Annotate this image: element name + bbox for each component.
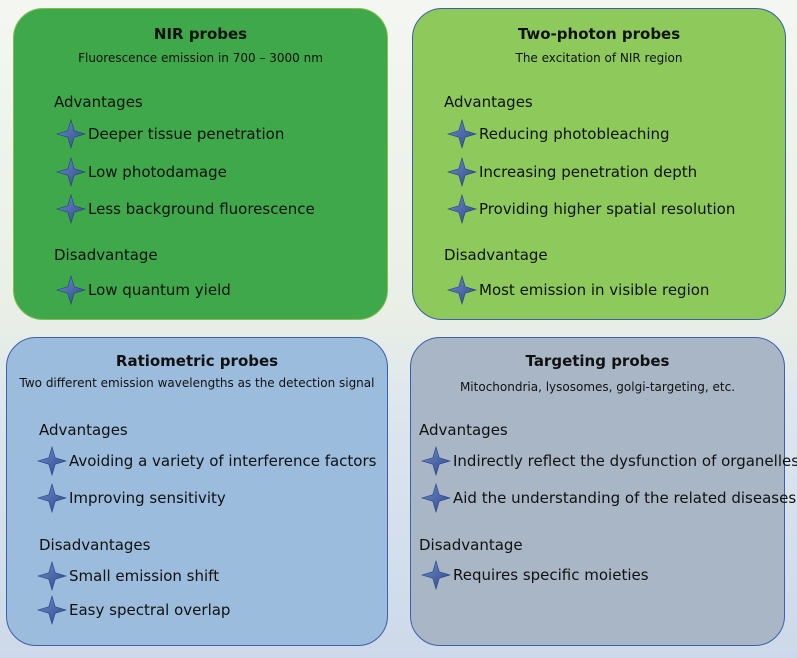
four-point-star-icon [421, 560, 451, 590]
disadvantages-label: Disadvantage [54, 246, 158, 264]
ratiometric-probes-panel: Ratiometric probes Two different emissio… [6, 337, 388, 646]
four-point-star-icon [56, 275, 86, 305]
four-point-star-icon [447, 157, 477, 187]
four-point-star-icon [56, 194, 86, 224]
four-point-star-icon [37, 595, 67, 625]
four-point-star-icon [421, 446, 451, 476]
disadvantages-label: Disadvantages [39, 536, 151, 554]
panel-subtitle: Fluorescence emission in 700 – 3000 nm [78, 51, 323, 65]
panel-title: Targeting probes [525, 352, 670, 370]
advantages-label: Advantages [419, 421, 508, 439]
panel-title: Ratiometric probes [115, 352, 279, 370]
panel-title: NIR probes [153, 25, 248, 43]
four-point-star-icon [37, 446, 67, 476]
panel-title: Two-photon probes [517, 25, 681, 43]
targeting-probes-panel: Targeting probes Mitochondria, lysosomes… [410, 337, 797, 646]
panel-subtitle: The excitation of NIR region [515, 51, 683, 65]
panel-subtitle: Two different emission wavelengths as th… [19, 376, 375, 390]
advantages-label: Advantages [444, 93, 533, 111]
panel-subtitle: Mitochondria, lysosomes, golgi-targeting… [459, 380, 736, 394]
disadvantages-label: Disadvantage [419, 536, 523, 554]
two-photon-probes-panel: Two-photon probes The excitation of NIR … [412, 8, 786, 320]
nir-probes-panel: NIR probes Fluorescence emission in 700 … [13, 8, 388, 320]
advantages-label: Advantages [54, 93, 143, 111]
four-point-star-icon [447, 275, 477, 305]
four-point-star-icon [37, 483, 67, 513]
four-point-star-icon [56, 157, 86, 187]
advantages-label: Advantages [39, 421, 128, 439]
disadvantages-label: Disadvantage [444, 246, 548, 264]
four-point-star-icon [421, 483, 451, 513]
four-point-star-icon [447, 119, 477, 149]
four-point-star-icon [447, 194, 477, 224]
four-point-star-icon [37, 561, 67, 591]
four-point-star-icon [56, 119, 86, 149]
